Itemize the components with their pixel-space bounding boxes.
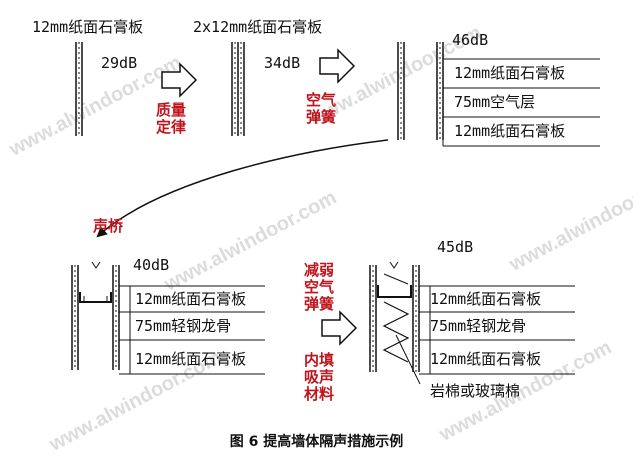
panel-e-layer-3: 12mm纸面石膏板 <box>430 350 542 368</box>
panel-d-layer-3: 12mm纸面石膏板 <box>135 350 247 368</box>
wall-double-board <box>231 42 245 136</box>
annotation-sound-bridge: 声桥 <box>92 217 123 235</box>
panel-b-label: 2x12mm纸面石膏板 <box>193 18 323 36</box>
panel-a-db: 29dB <box>101 54 138 72</box>
wall-steel-stud <box>71 261 265 375</box>
panel-d-layer-1: 12mm纸面石膏板 <box>135 290 247 308</box>
panel-d-db: 40dB <box>133 256 170 274</box>
panel-e-layer-2: 75mm轻钢龙骨 <box>430 317 527 335</box>
panel-d-layer-2: 75mm轻钢龙骨 <box>135 317 232 335</box>
sound-bridge-arrow <box>96 139 389 238</box>
annotation-fill-absorber: 内填吸声材料 <box>304 351 335 403</box>
panel-e-layer-1: 12mm纸面石膏板 <box>430 290 542 308</box>
panel-c-layer-1: 12mm纸面石膏板 <box>454 64 566 82</box>
panel-b-db: 34dB <box>264 54 301 72</box>
wall-single-board <box>75 42 83 136</box>
annotation-air-spring: 空气弹簧 <box>305 91 336 126</box>
arrow-right-1 <box>161 62 198 98</box>
figure-caption: 图 6 提高墙体隔声措施示例 <box>229 434 404 450</box>
arrow-right-2 <box>319 48 356 84</box>
wall-with-insulation <box>369 261 575 385</box>
panel-e-db: 45dB <box>437 238 474 256</box>
panel-c-db: 46dB <box>452 31 489 49</box>
wall-air-gap <box>397 42 600 147</box>
panel-e-insulation-note: 岩棉或玻璃棉 <box>430 382 521 400</box>
annotation-mass-law: 质量定律 <box>155 101 186 136</box>
panel-c-layer-3: 12mm纸面石膏板 <box>454 122 566 140</box>
arrow-right-3 <box>321 310 358 346</box>
panel-c-layer-2: 75mm空气层 <box>454 93 536 111</box>
panel-a-label: 12mm纸面石膏板 <box>32 18 144 36</box>
annotation-weaken-air-spring: 减弱空气弹簧 <box>304 261 335 313</box>
